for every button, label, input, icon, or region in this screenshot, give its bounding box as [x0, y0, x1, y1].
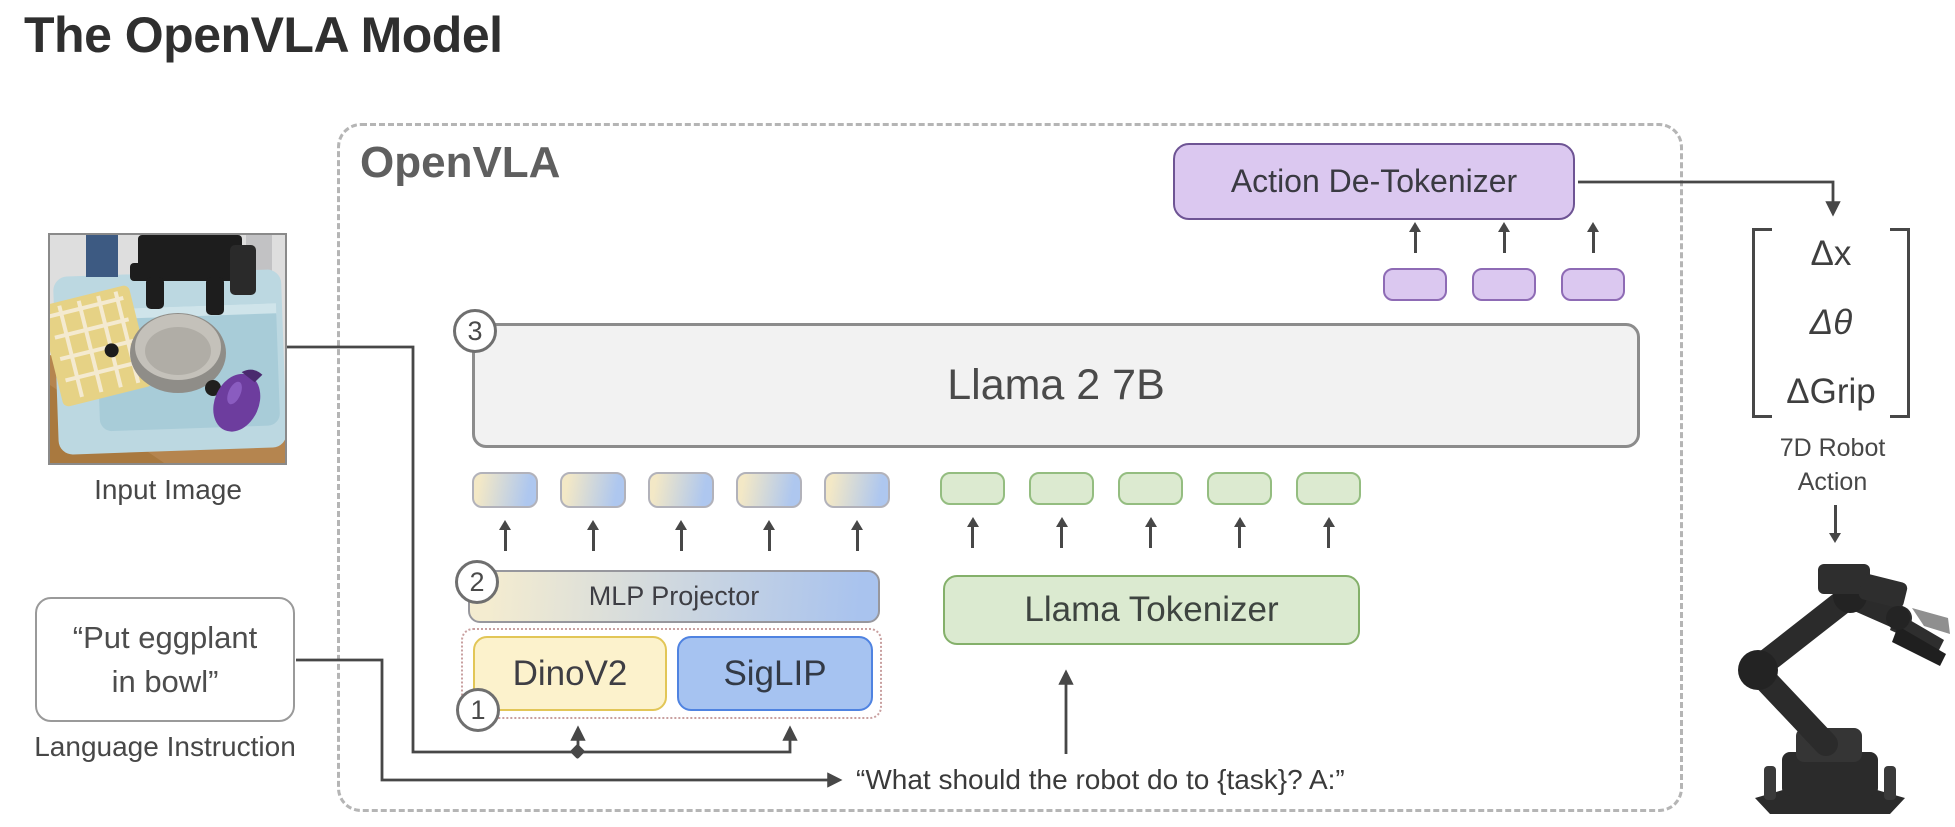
up-arrow-icon [971, 526, 974, 548]
input-image-art [50, 235, 285, 463]
action-vector-left-bracket [1752, 228, 1772, 418]
language-instruction-box: “Put eggplant in bowl” [35, 597, 295, 722]
action-token [1561, 268, 1625, 301]
prompt-text: “What should the robot do to {task}? A:” [856, 764, 1345, 795]
llm-box: Llama 2 7B [472, 323, 1640, 448]
siglip-box: SigLIP [677, 636, 873, 711]
up-arrow-icon [1149, 526, 1152, 548]
action-token [1383, 268, 1447, 301]
input-image-caption: Input Image [94, 474, 242, 505]
mlp-projector-box: MLP Projector [468, 570, 880, 623]
page-title: The OpenVLA Model [24, 7, 503, 63]
up-arrow-icon [679, 529, 683, 551]
up-arrow-icon [591, 529, 595, 551]
vision-token [560, 472, 626, 508]
text-token [1296, 472, 1361, 505]
step-1-badge: 1 [456, 688, 500, 732]
step-2-badge: 2 [455, 560, 499, 604]
dinov2-box: DinoV2 [473, 636, 667, 711]
up-arrow-icon [1327, 526, 1330, 548]
up-arrow-icon [1413, 231, 1417, 253]
up-arrow-icon [1060, 526, 1063, 548]
vision-token [472, 472, 538, 508]
language-instruction-caption: Language Instruction [34, 731, 296, 762]
up-arrow-icon [855, 529, 859, 551]
openvla-label: OpenVLA [360, 138, 561, 187]
robot-arm-image [1700, 556, 1955, 822]
robot-action-caption: 7D Robot Action [1740, 432, 1925, 500]
language-instruction-line1: “Put eggplant [72, 620, 258, 656]
vision-token-row [472, 472, 890, 551]
step-3-badge: 3 [453, 309, 497, 353]
action-vector-row-dtheta: Δθ [1809, 303, 1853, 342]
robot-action-caption-line1: 7D Robot [1779, 434, 1886, 462]
up-arrow-icon [1502, 231, 1506, 253]
robot-action-caption-line2: Action [1797, 467, 1868, 496]
text-token-row [940, 472, 1361, 548]
input-image [48, 233, 287, 465]
action-down-arrow [1829, 505, 1841, 543]
language-instruction-line2: in bowl” [111, 663, 219, 699]
text-token [940, 472, 1005, 505]
robot-arm-art [1738, 564, 1950, 814]
action-token-row [1383, 231, 1625, 301]
vision-token [736, 472, 802, 508]
vision-token [824, 472, 890, 508]
text-token [1118, 472, 1183, 505]
text-token [1207, 472, 1272, 505]
action-vector-right-bracket [1890, 228, 1910, 418]
vision-token [648, 472, 714, 508]
llama-tokenizer-box: Llama Tokenizer [943, 575, 1360, 645]
up-arrow-icon [767, 529, 771, 551]
action-detokenizer-box: Action De-Tokenizer [1173, 143, 1575, 220]
up-arrow-icon [1591, 231, 1595, 253]
action-token [1472, 268, 1536, 301]
action-vector-row-dgrip: ΔGrip [1786, 372, 1876, 411]
up-arrow-icon [503, 529, 507, 551]
up-arrow-icon [1238, 526, 1241, 548]
action-vector: Δx Δθ ΔGrip [1758, 234, 1904, 412]
text-token [1029, 472, 1094, 505]
action-vector-row-dx: Δx [1810, 234, 1852, 273]
